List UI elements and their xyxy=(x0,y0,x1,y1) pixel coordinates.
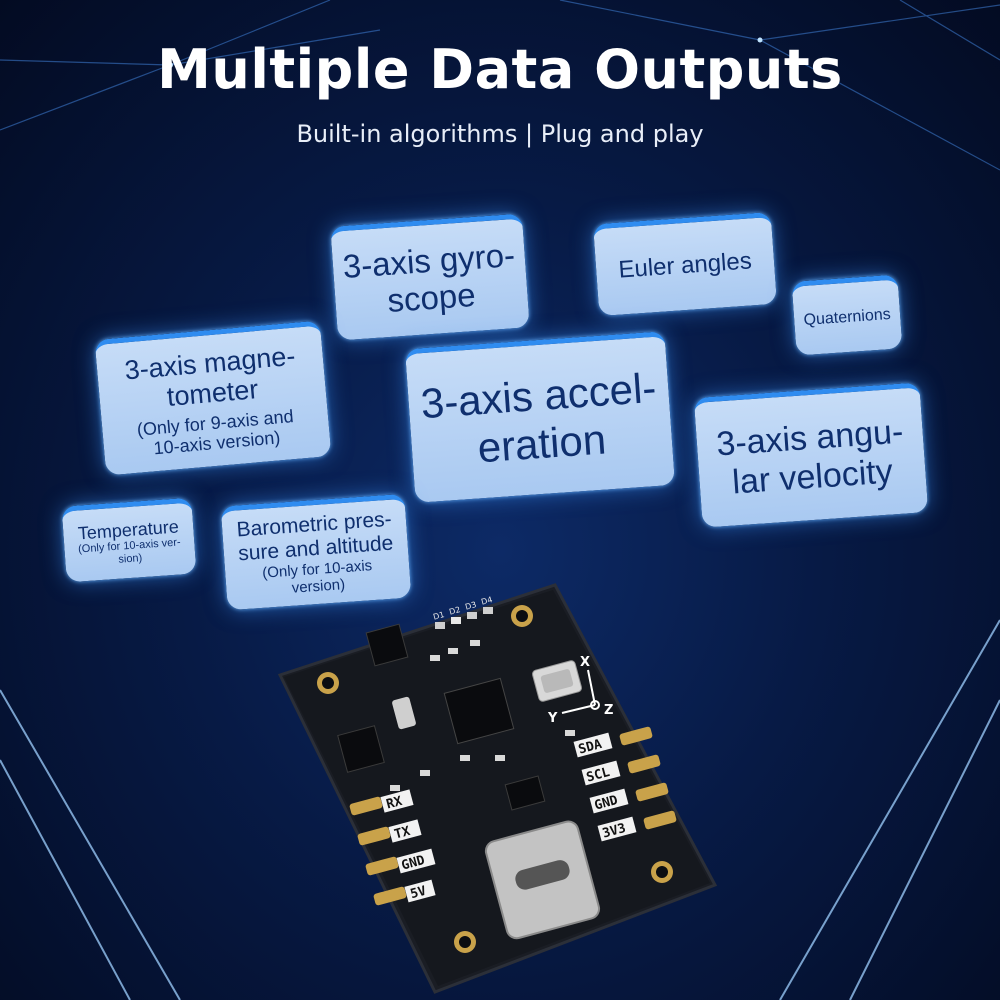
led-label-d2: D2 xyxy=(448,605,461,617)
pin-label-gnd-left: GND xyxy=(400,853,427,874)
sensor-chip xyxy=(337,725,385,773)
feature-temperature: Temperature (Only for 10-axis ver- sion) xyxy=(61,497,197,583)
pin-label-scl: SCL xyxy=(585,765,612,786)
feature-note: sion) xyxy=(117,551,143,566)
led-label-d4: D4 xyxy=(480,595,493,607)
pin-label-5v: 5V xyxy=(409,884,428,903)
page-title: Multiple Data Outputs xyxy=(157,38,843,101)
led-label-d3: D3 xyxy=(464,600,477,612)
axis-label-z: Z xyxy=(604,703,613,718)
page-subtitle: Built-in algorithms | Plug and play xyxy=(296,120,704,148)
axis-label-y: Y xyxy=(547,711,558,726)
pin-label-3v3: 3V3 xyxy=(601,821,628,842)
sensor-board-image: RX TX GND 5V SDA SCL GND 3V3 D1 D2 D3 D4… xyxy=(277,583,718,994)
pin-label-tx: TX xyxy=(393,824,412,843)
feature-euler-angles: Euler angles xyxy=(593,211,777,317)
main-chip xyxy=(443,677,515,745)
feature-label: 3-axis accel- xyxy=(419,364,658,428)
magnetometer-chip xyxy=(365,623,409,667)
feature-gyroscope: 3-axis gyro- scope xyxy=(330,213,530,341)
axis-indicator xyxy=(561,669,600,714)
feature-label: Euler angles xyxy=(617,247,753,284)
axis-label-x: X xyxy=(580,655,590,670)
feature-acceleration: 3-axis accel- eration xyxy=(404,331,676,503)
feature-magnetometer: 3-axis magne- tometer (Only for 9-axis a… xyxy=(94,320,332,476)
status-leds xyxy=(435,607,493,629)
feature-label: scope xyxy=(386,275,477,319)
feature-angular-velocity: 3-axis angu- lar velocity xyxy=(693,382,929,528)
feature-label: tometer xyxy=(165,374,260,413)
feature-quaternions: Quaternions xyxy=(791,274,903,356)
gold-pads-right xyxy=(619,726,677,830)
led-label-d1: D1 xyxy=(432,610,445,622)
pin-label-gnd-right: GND xyxy=(593,793,620,814)
feature-label: eration xyxy=(476,415,608,471)
pin-label-sda: SDA xyxy=(577,737,604,758)
gold-pads-left xyxy=(349,796,407,906)
feature-label: Quaternions xyxy=(803,305,892,329)
pin-label-rx: RX xyxy=(385,794,404,813)
